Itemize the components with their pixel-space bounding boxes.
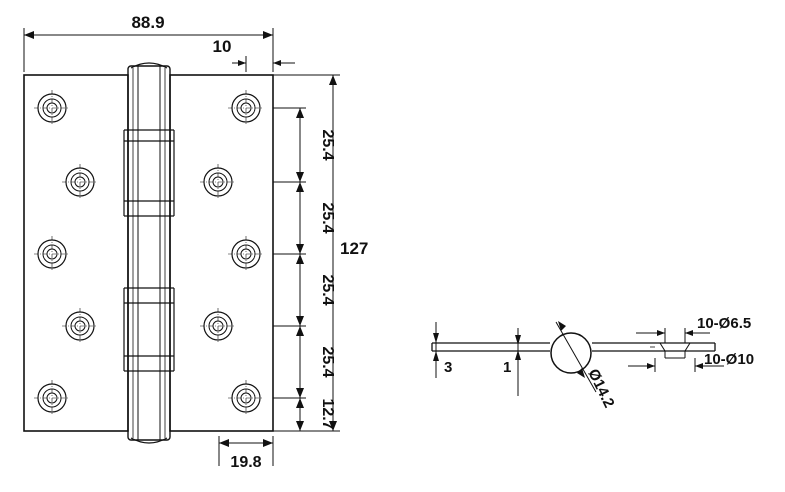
dimension-knuckle-offset: 10 [213, 37, 295, 72]
leaf-thickness-label: 3 [444, 359, 452, 376]
dimension-hole-pitch-chain: 25.4 25.4 25.4 25.4 12.7 [273, 107, 336, 431]
hole-pitch-2-label: 25.4 [319, 202, 336, 233]
hole-diameter-label: 10-Ø6.5 [697, 315, 751, 332]
screw-hole-right-4 [200, 308, 236, 344]
screw-hole-right-5 [228, 380, 264, 416]
overall-width-label: 88.9 [131, 13, 164, 32]
screw-holes [34, 90, 264, 416]
overall-height-label: 127 [340, 239, 368, 258]
hole-pitch-1-label: 25.4 [319, 129, 336, 160]
hole-pitch-3-label: 25.4 [319, 274, 336, 305]
screw-hole-left-2 [62, 164, 98, 200]
knuckle-gap-label: 1 [503, 359, 511, 376]
screw-hole-left-4 [62, 308, 98, 344]
right-leaf [169, 74, 274, 432]
end-distance-label: 12.7 [319, 398, 336, 429]
dimension-overall-height: 127 [273, 74, 368, 432]
dimension-overall-width: 88.9 [23, 13, 274, 72]
dimension-knuckle-gap: 1 [503, 328, 521, 396]
side-view: 3 1 Ø14.2 10-Ø6.5 [431, 315, 754, 410]
dimension-countersink-diameter: 10-Ø10 [628, 351, 754, 372]
screw-hole-left-1 [34, 90, 70, 126]
dimension-hole-edge-distance: 19.8 [218, 436, 274, 471]
screw-hole-right-2 [200, 164, 236, 200]
screw-hole-left-3 [34, 236, 70, 272]
hole-pitch-4-label: 25.4 [319, 346, 336, 377]
knuckle-barrel [123, 62, 175, 444]
dimension-hole-diameter: 10-Ø6.5 [636, 315, 751, 343]
dimension-leaf-thickness: 3 [433, 322, 452, 378]
screw-hole-right-1 [228, 90, 264, 126]
knuckle-section [550, 332, 592, 374]
front-view: 88.9 10 127 [23, 13, 368, 471]
screw-hole-right-3 [228, 236, 264, 272]
knuckle-diameter-label: Ø14.2 [584, 366, 617, 410]
screw-hole-left-5 [34, 380, 70, 416]
countersink-diameter-label: 10-Ø10 [704, 351, 754, 368]
hole-edge-distance-label: 19.8 [230, 454, 261, 471]
left-leaf [23, 74, 129, 432]
countersunk-hole [650, 342, 691, 359]
knuckle-offset-label: 10 [213, 37, 232, 56]
